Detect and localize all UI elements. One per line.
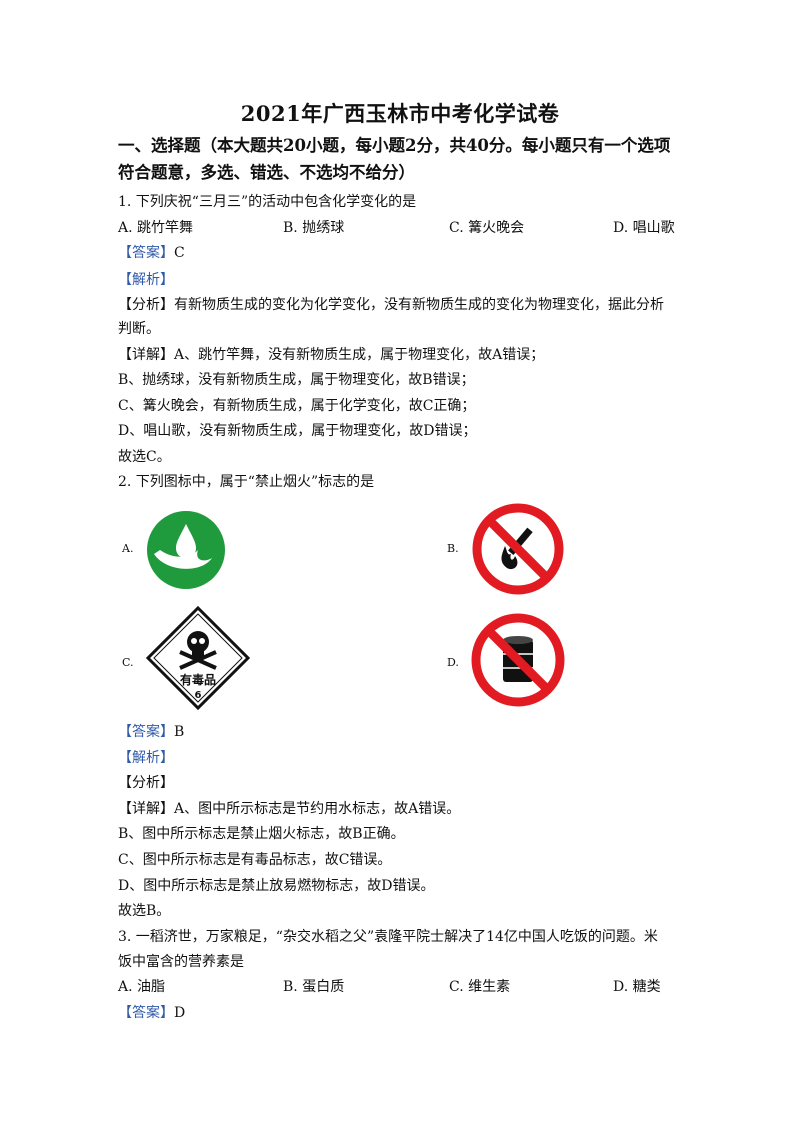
q2-stem: 2. 下列图标中，属于“禁止烟火”标志的是 [118, 474, 375, 490]
q2-label-a: A. [122, 542, 134, 555]
q3-answer: 【答案】D [118, 1003, 185, 1023]
q3-stem-line2: 饭中富含的营养素是 [118, 954, 244, 970]
q1-xiangjie: 【详解】A、跳竹竿舞，没有新物质生成，属于物理变化，故A错误； [118, 345, 544, 365]
page-title: 2021年广西玉林市中考化学试卷 [240, 101, 560, 126]
q3-option-c: C. 维生素 [449, 979, 511, 995]
no-flammable-materials-icon [471, 613, 565, 707]
fenxi-text: 有新物质生成的变化为化学变化，没有新物质生成的变化为物理变化，据此分析 [174, 297, 664, 313]
xiangjie-text: A、跳竹竿舞，没有新物质生成，属于物理变化，故A错误； [174, 347, 545, 363]
q2-xiangjie: 【详解】A、图中所示标志是节约用水标志，故A错误。 [118, 799, 460, 819]
fenxi-tag: 【分析】 [118, 297, 174, 313]
xiangjie-tag: 【详解】 [118, 347, 174, 363]
q1-option-b: B. 抛绣球 [283, 220, 345, 236]
q3-stem-line1: 3. 一稻济世，万家粮足，“杂交水稻之父”袁隆平院士解决了14亿中国人吃饭的问题… [118, 929, 658, 945]
xiangjie-tag: 【详解】 [118, 801, 174, 817]
q1-fenxi-line1: 【分析】有新物质生成的变化为化学变化，没有新物质生成的变化为物理变化，据此分析 [118, 295, 664, 315]
q1-answer: 【答案】C [118, 243, 185, 263]
q3-option-b: B. 蛋白质 [283, 979, 345, 995]
fenxi-tag: 【分析】 [118, 775, 174, 791]
section-heading-line2: 符合题意，多选、错选、不选均不给分） [118, 163, 415, 182]
q3-option-a: A. 油脂 [118, 979, 166, 995]
q2-detail-b: B、图中所示标志是禁止烟火标志，故B正确。 [118, 826, 405, 842]
q1-jiexi: 【解析】 [118, 270, 174, 290]
q2-jiexi: 【解析】 [118, 748, 174, 768]
q1-detail-d: D、唱山歌，没有新物质生成，属于物理变化，故D错误； [118, 423, 477, 439]
section-heading-line1: 一、选择题（本大题共20小题，每小题2分，共40分。每小题只有一个选项 [118, 136, 671, 155]
q2-fenxi: 【分析】 [118, 773, 174, 793]
jiexi-tag: 【解析】 [118, 272, 174, 288]
q2-detail-d: D、图中所示标志是禁止放易燃物标志，故D错误。 [118, 878, 435, 894]
q2-answer: 【答案】B [118, 722, 184, 742]
answer-tag: 【答案】 [118, 724, 174, 740]
q1-option-c: C. 篝火晚会 [449, 220, 525, 236]
q1-conclusion: 故选C。 [118, 449, 171, 465]
answer-tag: 【答案】 [118, 245, 174, 261]
toxic-class-number: 6 [195, 690, 202, 701]
xiangjie-text: A、图中所示标志是节约用水标志，故A错误。 [174, 801, 461, 817]
q1-detail-b: B、抛绣球，没有新物质生成，属于物理变化，故B错误； [118, 372, 475, 388]
jiexi-tag: 【解析】 [118, 750, 174, 766]
q2-label-d: D. [447, 656, 459, 669]
q2-detail-c: C、图中所示标志是有毒品标志，故C错误。 [118, 852, 392, 868]
answer-tag: 【答案】 [118, 1005, 174, 1021]
answer-value: B [174, 724, 185, 740]
q1-stem: 1. 下列庆祝“三月三”的活动中包含化学变化的是 [118, 194, 417, 210]
answer-value: C [174, 245, 185, 261]
no-fire-icon [472, 503, 564, 595]
q1-fenxi-line2: 判断。 [118, 321, 160, 337]
q2-label-b: B. [447, 542, 459, 555]
q1-option-a: A. 跳竹竿舞 [118, 220, 194, 236]
q2-conclusion: 故选B。 [118, 903, 171, 919]
water-saving-icon [147, 511, 225, 589]
toxic-substance-icon: 有毒品 6 [146, 606, 250, 710]
q2-label-c: C. [122, 656, 134, 669]
q1-option-d: D. 唱山歌 [613, 220, 675, 236]
answer-value: D [174, 1005, 186, 1021]
q3-option-d: D. 糖类 [613, 979, 661, 995]
q1-detail-c: C、篝火晚会，有新物质生成，属于化学变化，故C正确； [118, 398, 476, 414]
toxic-label-text: 有毒品 [180, 672, 216, 687]
